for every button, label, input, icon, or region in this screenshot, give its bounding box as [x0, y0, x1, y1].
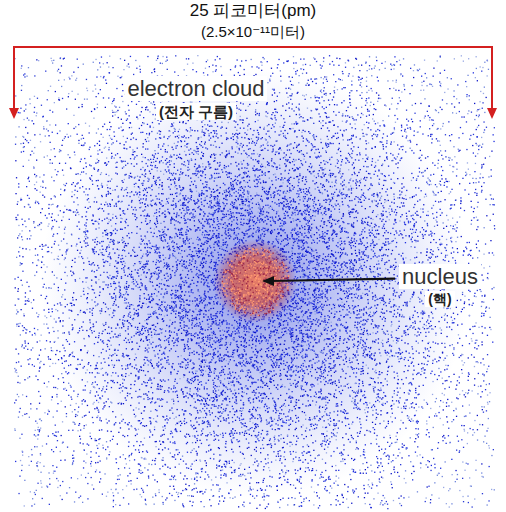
stage: 25 피코미터(pm)(2.5×10⁻¹¹미터)electron cloud(전…	[0, 0, 506, 512]
